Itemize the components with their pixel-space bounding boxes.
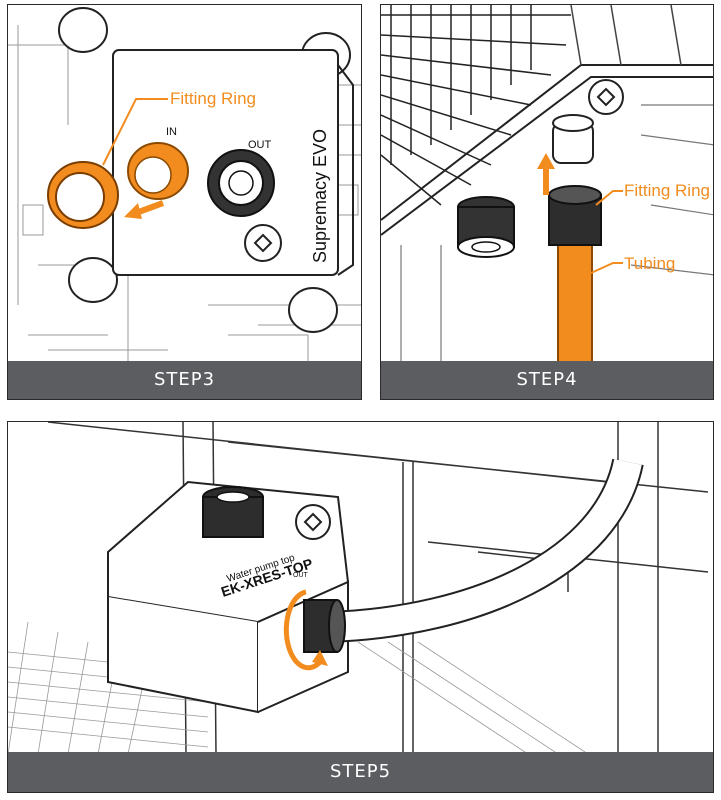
step5-caption: STEP5 xyxy=(8,752,713,792)
out-label: OUT xyxy=(248,139,272,151)
step4-caption: STEP4 xyxy=(381,361,713,399)
mesh-grid xyxy=(8,621,589,754)
direction-arrow-icon xyxy=(134,200,165,216)
fitting-ring-callout: Fitting Ring xyxy=(170,89,256,108)
ek-logo-icon xyxy=(588,79,624,115)
step3-panel: Supremacy EVO IN OUT Fitting Ring STEP3 xyxy=(7,4,362,400)
step4-panel: Fitting Ring Tubing STEP4 xyxy=(380,4,714,400)
tubing-callout: Tubing xyxy=(624,254,675,273)
out-label: OUT xyxy=(293,572,309,579)
rotate-arrow-icon xyxy=(283,589,322,671)
step3-illustration: Supremacy EVO IN OUT Fitting Ring xyxy=(8,7,361,363)
step5-illustration: Water pump top EK-XRES-TOP OUT xyxy=(8,422,709,754)
block-brand-text: Supremacy EVO xyxy=(310,129,330,263)
step4-illustration: Fitting Ring Tubing xyxy=(381,5,713,363)
radiator-fins xyxy=(381,5,571,206)
tubing xyxy=(327,458,642,641)
fitting-ring-callout: Fitting Ring xyxy=(624,181,710,200)
step3-caption: STEP3 xyxy=(8,361,361,399)
step5-panel: Water pump top EK-XRES-TOP OUT STEP5 xyxy=(7,421,714,793)
in-label: IN xyxy=(166,126,177,138)
top-fitting xyxy=(202,496,264,538)
ek-logo-icon xyxy=(295,504,331,540)
ek-logo-icon xyxy=(244,224,282,262)
